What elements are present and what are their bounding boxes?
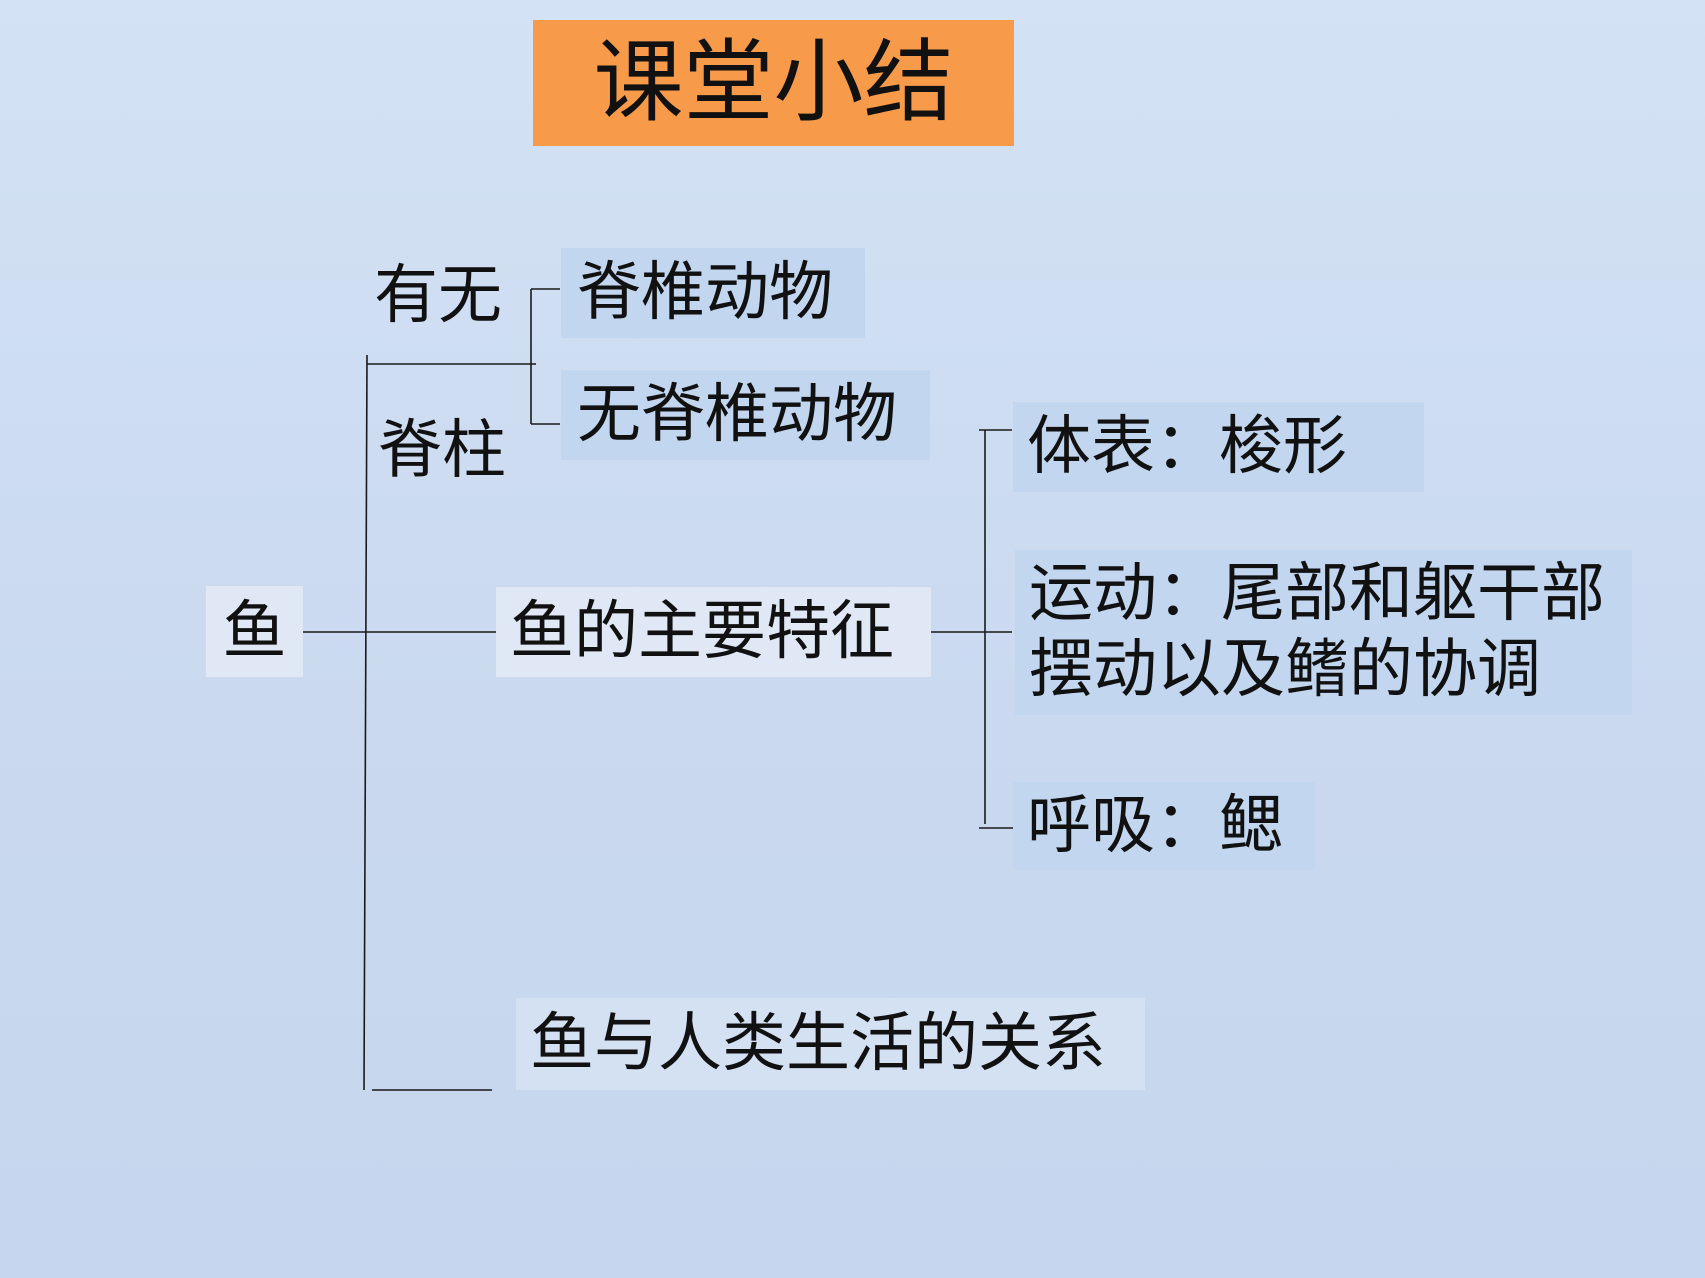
node-relation-human-life: 鱼与人类生活的关系 (516, 998, 1145, 1090)
node-main-features-label: 鱼的主要特征 (510, 595, 894, 669)
node-breathing: 呼吸：鳃 (1013, 782, 1315, 870)
node-invertebrate-label: 无脊椎动物 (577, 378, 897, 452)
root-node-label: 鱼 (222, 594, 287, 669)
node-vertebrate-label: 脊椎动物 (577, 256, 833, 330)
node-body-surface: 体表：梭形 (1013, 402, 1424, 492)
connector-trunk-vertical (363, 354, 368, 1091)
node-main-features: 鱼的主要特征 (496, 587, 931, 677)
node-movement-label-line2: 摆动以及鳍的协调 (1029, 632, 1541, 707)
branch-spine-label-top: 有无 (374, 259, 502, 333)
root-node-fish: 鱼 (206, 586, 303, 677)
branch-spine-label-bottom: 脊柱 (378, 414, 506, 488)
node-body-surface-label: 体表：梭形 (1027, 410, 1347, 484)
node-movement-label-line1: 运动：尾部和躯干部 (1029, 556, 1605, 631)
node-vertebrate: 脊椎动物 (561, 248, 865, 338)
page-title: 课堂小结 (533, 20, 1014, 146)
node-invertebrate: 无脊椎动物 (561, 370, 930, 460)
node-breathing-label: 呼吸：鳃 (1027, 789, 1283, 863)
node-movement: 运动：尾部和躯干部 摆动以及鳍的协调 (1015, 550, 1632, 715)
node-relation-label: 鱼与人类生活的关系 (530, 1007, 1106, 1081)
